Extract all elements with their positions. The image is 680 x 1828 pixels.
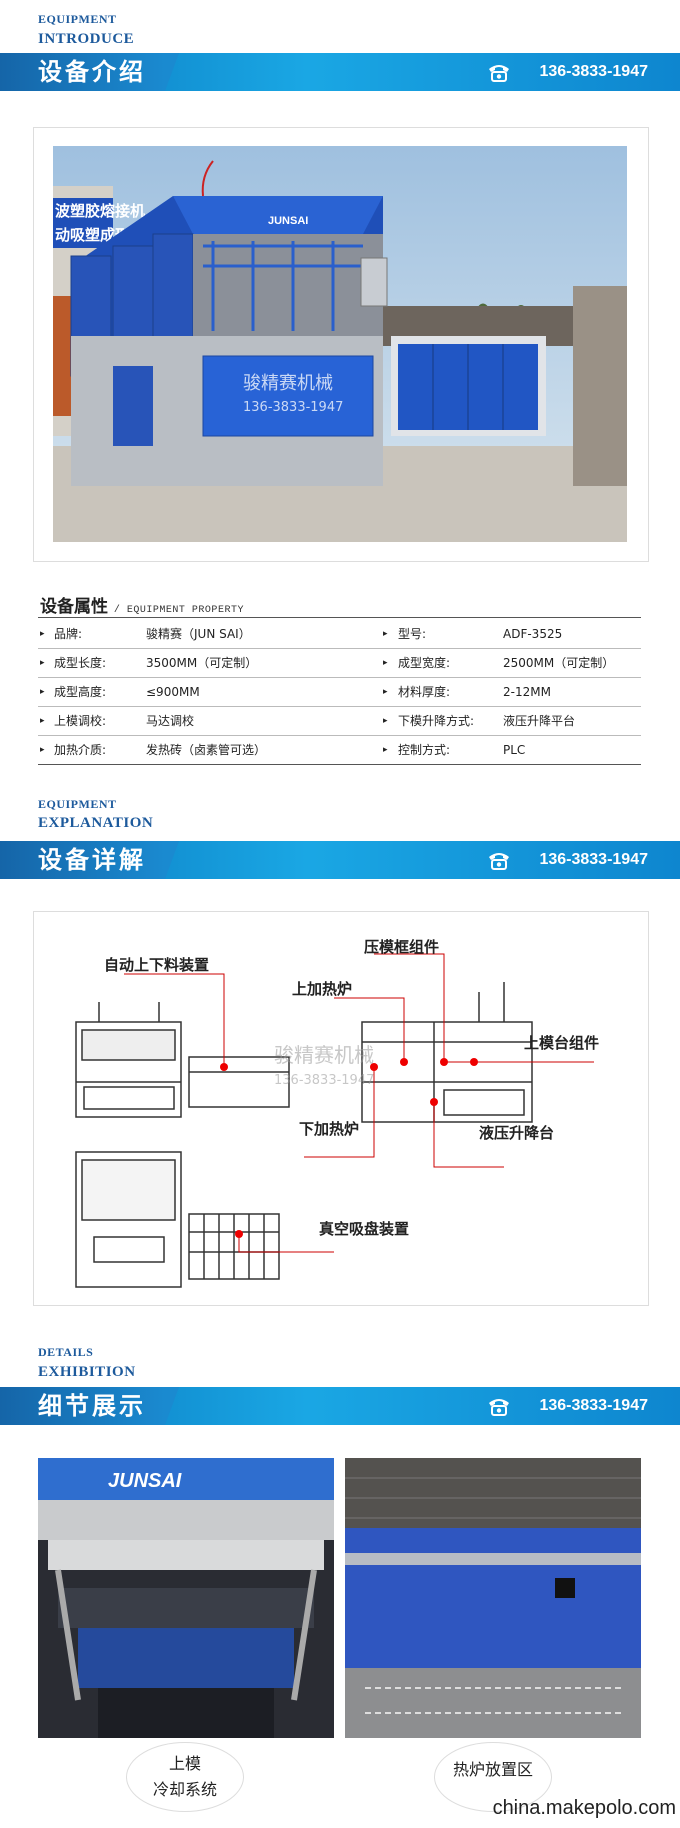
property-value: 液压升降平台 [503, 714, 576, 728]
section3-en-line2: EXHIBITION [38, 1364, 136, 1380]
property-value: ≤900MM [146, 685, 200, 699]
section3-phone: 136-3833-1947 [539, 1397, 648, 1414]
section2-phone: 136-3833-1947 [539, 851, 648, 868]
property-key: 材料厚度: [398, 685, 451, 699]
phone-icon [489, 65, 509, 82]
detail-photo-left: JUNSAI [38, 1458, 334, 1738]
label-hydraulic: 液压升降台 [479, 1124, 555, 1142]
bullet-icon: ▸ [383, 658, 388, 668]
property-divider [38, 677, 641, 678]
sign-text-1: 波塑胶熔接机 [55, 202, 145, 220]
diagram-watermark-phone: 136-3833-1947 [274, 1073, 374, 1088]
property-key: 控制方式: [398, 743, 451, 757]
section1-en-line2: INTRODUCE [38, 31, 135, 47]
property-value: ADF-3525 [503, 627, 563, 641]
diagram-watermark-cn: 骏精赛机械 [274, 1043, 374, 1067]
label-auto-load: 自动上下料装置 [104, 956, 210, 974]
property-divider [38, 648, 641, 649]
footer-watermark: china.makepolo.com [492, 1797, 676, 1819]
photo-watermark-cn: 骏精赛机械 [243, 373, 333, 394]
phone-icon [489, 853, 509, 870]
section2-title: 设备详解 [0, 841, 179, 879]
label-upper-table: 上模台组件 [524, 1034, 600, 1052]
section2-en-line1: EQUIPMENT [38, 797, 117, 811]
section1-en-line1: EQUIPMENT [38, 12, 117, 26]
diagram-frame: 骏精赛机械 136-3833-1947 自动上下料装置 压模框组件 上加热炉 上… [33, 911, 649, 1306]
bullet-icon: ▸ [383, 629, 388, 639]
property-key: 品牌: [54, 627, 83, 641]
property-divider [38, 764, 641, 765]
bullet-icon: ▸ [40, 658, 45, 668]
property-value: 骏精赛（JUN SAI） [146, 627, 251, 641]
property-key: 成型长度: [54, 656, 107, 670]
section3-title: 细节展示 [0, 1387, 179, 1425]
property-key: 下模升降方式: [398, 714, 475, 728]
property-title-cn: 设备属性 [40, 597, 108, 617]
property-title-en: / EQUIPMENT PROPERTY [113, 605, 244, 616]
property-value: PLC [503, 743, 526, 757]
section3-en-line1: DETAILS [38, 1345, 94, 1359]
property-key: 上模调校: [54, 714, 107, 728]
diagram-drawing: 骏精赛机械 136-3833-1947 [75, 953, 594, 1288]
property-divider [38, 735, 641, 736]
detail-brand: JUNSAI [108, 1470, 182, 1492]
property-row: ▸ 上模调校: 马达调校 ▸ 下模升降方式: 液压升降平台 [38, 707, 641, 735]
bullet-icon: ▸ [40, 629, 45, 639]
property-value: 3500MM（可定制） [146, 656, 258, 670]
bullet-icon: ▸ [383, 745, 388, 755]
caption-left-line1: 上模 [168, 1754, 201, 1773]
machine-photo-frame: 波塑胶熔接机 动吸塑成形 JUNSAI 骏精赛机械 136-3833-1947 [33, 127, 649, 562]
section1-title: 设备介绍 [0, 53, 179, 91]
section2-banner: 设备详解 136-3833-1947 [0, 841, 680, 879]
label-vacuum: 真空吸盘装置 [319, 1220, 410, 1238]
property-divider-top [38, 617, 641, 618]
property-row: ▸ 成型高度: ≤900MM ▸ 材料厚度: 2-12MM [38, 678, 641, 706]
bullet-icon: ▸ [383, 687, 388, 697]
property-value: 2500MM（可定制） [503, 656, 615, 670]
property-row: ▸ 品牌: 骏精赛（JUN SAI） ▸ 型号: ADF-3525 [38, 620, 641, 648]
property-key: 成型宽度: [398, 656, 451, 670]
property-value: 2-12MM [503, 685, 551, 699]
section3-banner: 细节展示 136-3833-1947 [0, 1387, 680, 1425]
bullet-icon: ▸ [40, 716, 45, 726]
bullet-icon: ▸ [40, 687, 45, 697]
photo-watermark-phone: 136-3833-1947 [243, 400, 343, 415]
label-upper-heater: 上加热炉 [292, 980, 353, 998]
property-title: 设备属性 / EQUIPMENT PROPERTY [40, 592, 244, 617]
property-row: ▸ 成型长度: 3500MM（可定制） ▸ 成型宽度: 2500MM（可定制） [38, 649, 641, 677]
label-lower-heater: 下加热炉 [299, 1120, 360, 1138]
caption-left: 上模 冷却系统 [126, 1742, 244, 1812]
photo-brand: JUNSAI [268, 215, 308, 227]
bullet-icon: ▸ [40, 745, 45, 755]
caption-right: 热炉放置区 [434, 1742, 552, 1812]
property-value: 发热砖（卤素管可选） [146, 743, 267, 757]
section2-en-line2: EXPLANATION [38, 815, 154, 831]
property-key: 加热介质: [54, 743, 107, 757]
phone-icon [489, 1399, 509, 1416]
section1-phone: 136-3833-1947 [539, 63, 648, 80]
label-press-frame: 压模框组件 [364, 938, 440, 956]
property-row: ▸ 加热介质: 发热砖（卤素管可选） ▸ 控制方式: PLC [38, 736, 641, 764]
property-key: 型号: [398, 627, 427, 641]
property-value: 马达调校 [146, 714, 195, 728]
property-key: 成型高度: [54, 685, 107, 699]
machine-photo: 波塑胶熔接机 动吸塑成形 JUNSAI 骏精赛机械 136-3833-1947 [53, 146, 627, 542]
property-divider [38, 706, 641, 707]
section1-banner: 设备介绍 136-3833-1947 [0, 53, 680, 91]
caption-left-line2: 冷却系统 [152, 1780, 217, 1799]
detail-photo-right [345, 1458, 641, 1738]
bullet-icon: ▸ [383, 716, 388, 726]
